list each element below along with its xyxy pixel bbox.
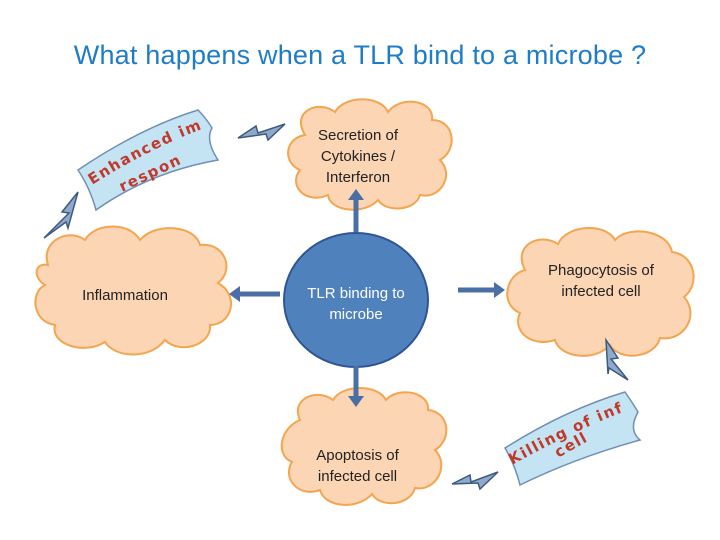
arrow-to-left <box>229 286 280 302</box>
cloud-bottom <box>280 387 448 506</box>
arrow-to-top <box>348 189 364 232</box>
cloud-top <box>287 98 453 211</box>
lightning-bolt-icon <box>237 123 286 142</box>
node-label-inflammation: Inflammation <box>82 287 168 304</box>
banner-killing <box>503 391 642 487</box>
diagram-title: What happens when a TLR bind to a microb… <box>73 40 647 70</box>
lightning-bolt-icon <box>451 471 499 491</box>
arrow-to-right <box>458 282 505 298</box>
lightning-bolt-icon <box>605 337 629 381</box>
cloud-right <box>506 227 695 357</box>
node-label-tlr-binding: TLR binding to microbe <box>307 285 405 323</box>
cloud-left <box>34 225 232 356</box>
banner-enhanced-immune <box>76 109 220 212</box>
arrow-to-bottom <box>348 366 364 407</box>
node-label-secretion: Secretion of Cytokines / Interferon <box>317 127 399 186</box>
lightning-bolt-icon <box>43 191 79 239</box>
node-label-apoptosis: Apoptosis of infected cell <box>316 447 399 485</box>
node-label-phagocytosis: Phagocytosis of infected cell <box>548 262 654 300</box>
